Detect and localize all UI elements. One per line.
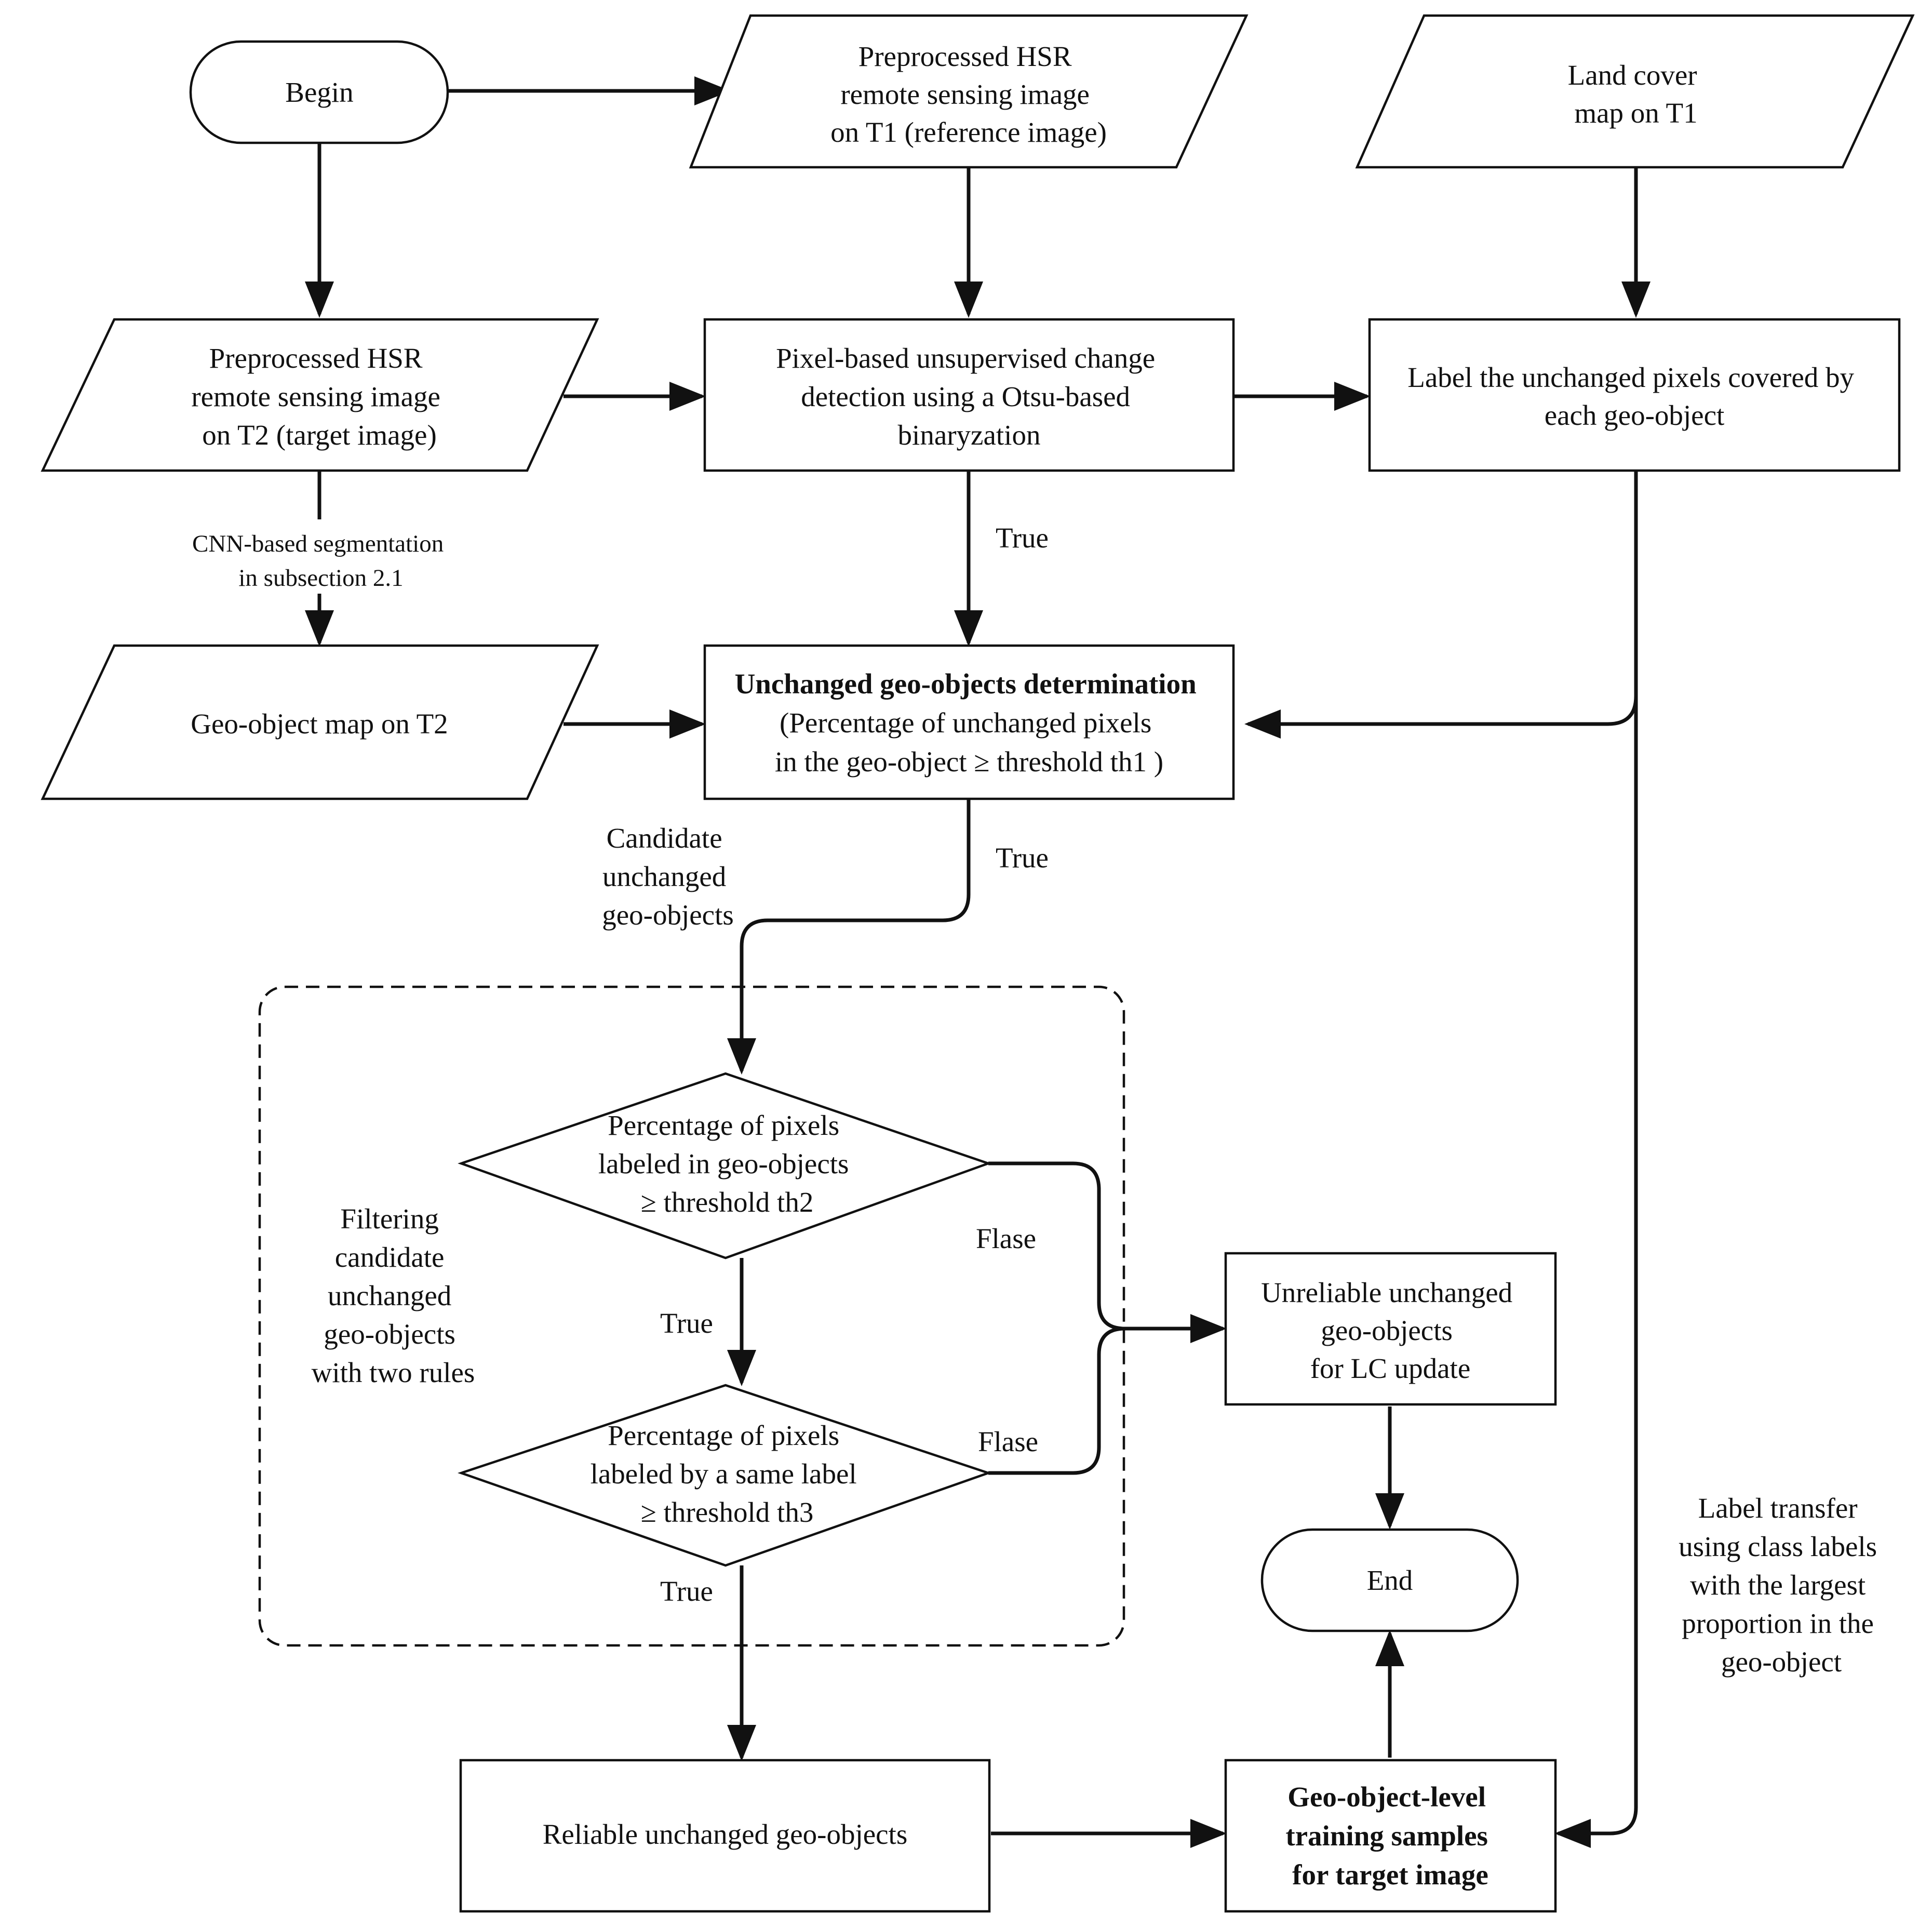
- node-end: End: [1260, 1528, 1519, 1632]
- edge-rule-1-false-to-unreliable: [988, 1161, 1227, 1343]
- change-detection-box: [703, 318, 1235, 472]
- edge-label-unchanged-to-unchanged-determination: [1244, 471, 1638, 739]
- edge-label-unchanged-to-training-samples: [1554, 696, 1638, 1848]
- rule-2-text: Percentage of pixels labeled by a same l…: [591, 1419, 864, 1528]
- training-samples-text: Geo-object-level training samples for ta…: [1285, 1781, 1495, 1891]
- node-unreliable-geo-objects: Unreliable unchanged geo-objects for LC …: [1224, 1252, 1557, 1406]
- t2-image-text: Preprocessed HSR remote sensing image on…: [191, 342, 447, 451]
- node-geo-object-map: Geo-object map on T2: [41, 644, 599, 800]
- connectors: [305, 76, 1651, 1848]
- training-samples-box: [1224, 1759, 1557, 1913]
- unchanged-determination-text: Unchanged geo-objects determination (Per…: [735, 668, 1204, 778]
- rule-1-diamond: [458, 1072, 992, 1260]
- end-terminator: [1260, 1528, 1519, 1632]
- reliable-text: Reliable unchanged geo-objects: [543, 1818, 908, 1850]
- label-unchanged-box: [1368, 318, 1901, 472]
- label-true-change-detection: True: [996, 522, 1049, 554]
- land-cover-parallelogram: [1355, 14, 1915, 169]
- geo-object-map-text: Geo-object map on T2: [191, 708, 448, 740]
- rule-2-diamond: [458, 1384, 992, 1567]
- unchanged-determination-box: [703, 644, 1235, 800]
- rule-1-text: Percentage of pixels labeled in geo-obje…: [598, 1109, 856, 1218]
- node-label-unchanged-pixels: Label the unchanged pixels covered by ea…: [1368, 318, 1901, 472]
- node-pixel-change-detection: Pixel-based unsupervised change detectio…: [703, 318, 1235, 472]
- node-begin: Begin: [189, 40, 449, 144]
- t2-image-parallelogram: [41, 318, 599, 472]
- node-training-samples: Geo-object-level training samples for ta…: [1224, 1759, 1557, 1913]
- begin-text: Begin: [285, 76, 353, 108]
- node-land-cover-map: Land cover map on T1: [1355, 14, 1915, 169]
- label-filtering-rules: Filtering candidate unchanged geo-object…: [312, 1203, 475, 1388]
- label-true-rule-1: True: [660, 1307, 713, 1339]
- node-unchanged-geo-objects-determination: Unchanged geo-objects determination (Per…: [703, 644, 1235, 800]
- change-detection-text: Pixel-based unsupervised change detectio…: [776, 342, 1162, 451]
- edge-rule-2-false-to-unreliable: [988, 1327, 1125, 1475]
- reliable-box: [459, 1759, 991, 1913]
- begin-terminator: [189, 40, 449, 144]
- label-label-transfer: Label transfer using class labels with t…: [1679, 1492, 1884, 1678]
- label-true-rule-2: True: [660, 1575, 713, 1607]
- label-true-unchanged-determination: True: [996, 842, 1049, 874]
- node-rule-1-decision: Percentage of pixels labeled in geo-obje…: [458, 1072, 992, 1260]
- land-cover-text: Land cover map on T1: [1568, 59, 1705, 129]
- node-rule-2-decision: Percentage of pixels labeled by a same l…: [458, 1384, 992, 1567]
- t1-image-text: Preprocessed HSR remote sensing image on…: [830, 41, 1107, 148]
- label-false-rule-1: Flase: [976, 1223, 1036, 1254]
- unreliable-text: Unreliable unchanged geo-objects for LC …: [1261, 1277, 1520, 1384]
- t1-image-parallelogram: [689, 14, 1249, 169]
- node-reliable-geo-objects: Reliable unchanged geo-objects: [459, 1759, 991, 1913]
- label-false-rule-2: Flase: [978, 1426, 1038, 1457]
- unreliable-box: [1224, 1252, 1557, 1406]
- edge-unchanged-determination-to-rule-1: [727, 799, 971, 1075]
- node-t2-target-image: Preprocessed HSR remote sensing image on…: [41, 318, 599, 472]
- geo-object-map-parallelogram: [41, 644, 599, 800]
- node-t1-reference-image: Preprocessed HSR remote sensing image on…: [689, 14, 1249, 169]
- label-candidate-unchanged: Candidate unchanged geo-objects: [602, 822, 734, 931]
- label-unchanged-text: Label the unchanged pixels covered by ea…: [1407, 361, 1861, 431]
- end-text: End: [1367, 1564, 1413, 1596]
- label-cnn-segmentation: CNN-based segmentation in subsection 2.1: [192, 530, 450, 592]
- filtering-region: [258, 985, 1125, 1647]
